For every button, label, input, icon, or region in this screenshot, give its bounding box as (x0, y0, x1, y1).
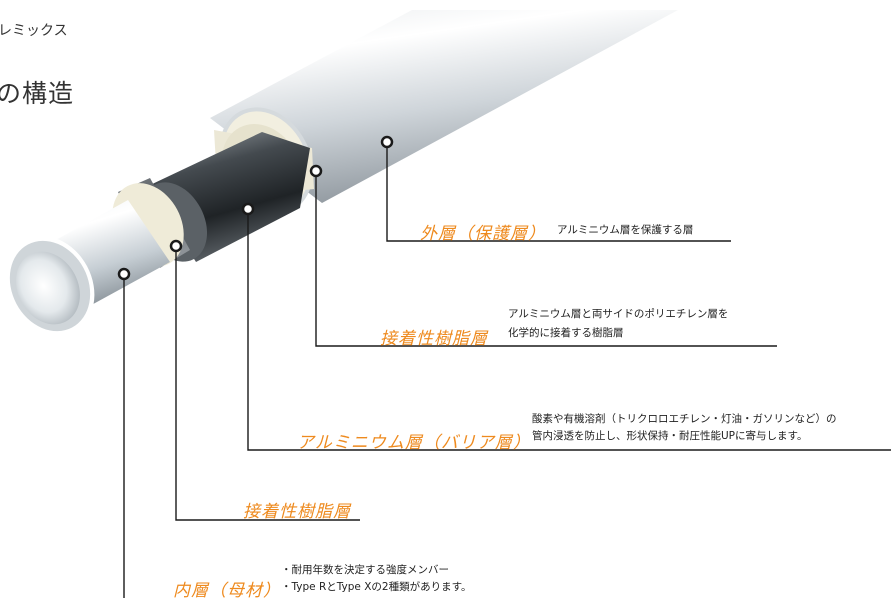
pointer-dot-aluminum (241, 202, 255, 216)
leader-lines (123, 142, 891, 598)
pointer-dot-adhesive-inner (169, 239, 183, 253)
inner-base-layer-shape (5, 200, 170, 336)
adhesive-outer-description-line2: 化学的に接着する樹脂層 (508, 327, 624, 339)
adhesive-outer-description-line1: アルミニウム層と両サイドのポリエチレン層を (508, 308, 729, 320)
pointer-dot-inner (117, 267, 131, 281)
outer-layer-label: 外層（保護層） (420, 224, 546, 244)
leader-line-adhesive-inner (175, 246, 360, 521)
brand-name-fragment: レミックス (0, 23, 68, 39)
pointer-dots (117, 135, 394, 281)
outer-layer-description: アルミニウム層を保護する層 (557, 224, 694, 236)
inner-layer-label: 内層（母材） (173, 581, 281, 601)
leader-line-outer (386, 142, 731, 242)
leader-line-aluminum (247, 209, 891, 451)
aluminum-description-line1: 酸素や有機溶剤（トリクロロエチレン・灯油・ガソリンなど）の (532, 413, 837, 425)
aluminum-description-line2: 管内浸透を防止し、形状保持・耐圧性能UPに寄与します。 (532, 430, 808, 442)
inner-description-line2: ・Type RとType Xの2種類があります。 (281, 581, 472, 593)
page-title: の構造 (0, 79, 75, 108)
inner-description-line1: ・耐用年数を決定する強度メンバー (281, 564, 449, 576)
aluminum-layer-label: アルミニウム層（バリア層） (297, 433, 531, 453)
pointer-dot-adhesive-outer (309, 164, 323, 178)
pointer-dot-outer (380, 135, 394, 149)
adhesive-inner-layer-label: 接着性樹脂層 (243, 502, 351, 522)
adhesive-outer-layer-label: 接着性樹脂層 (380, 329, 488, 349)
leader-line-adhesive-outer (315, 171, 777, 347)
